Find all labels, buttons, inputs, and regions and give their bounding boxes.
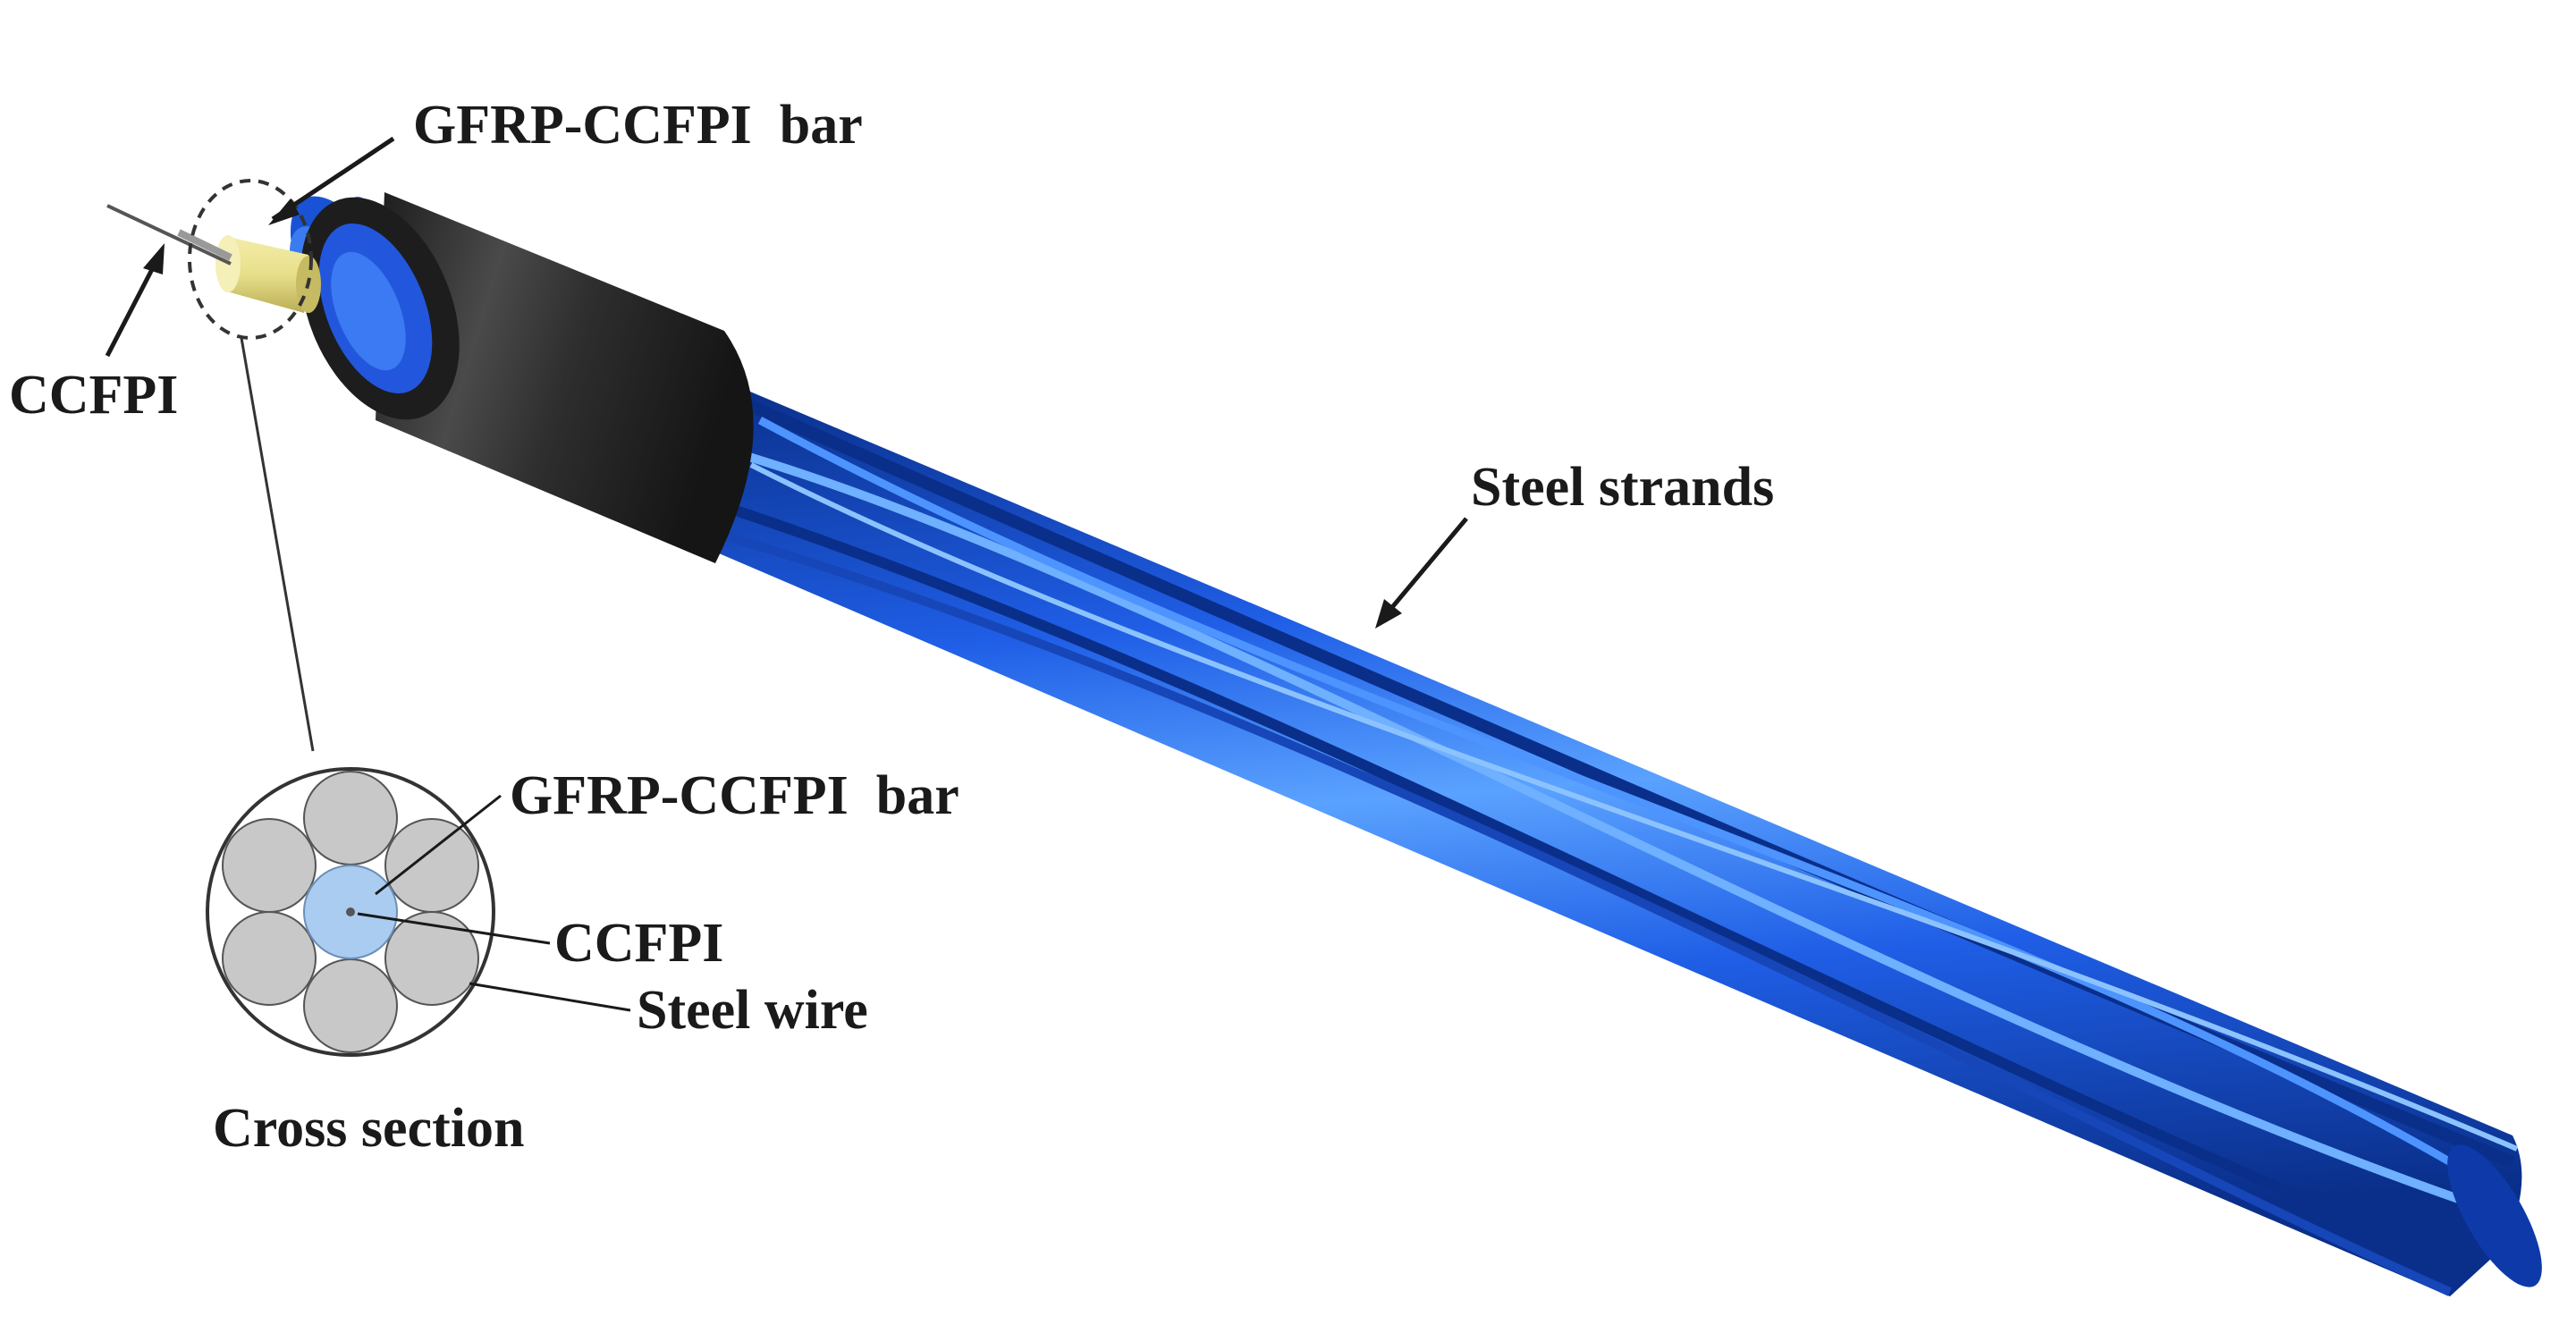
label-steel-strands: Steel strands xyxy=(1471,457,1774,518)
strand-wire-2 xyxy=(714,443,2496,1216)
leader-ccfpi-cross xyxy=(357,912,551,945)
label-ccfpi-cross: CCFPI xyxy=(554,913,723,974)
arrowhead-gfrp-top xyxy=(268,198,300,225)
steel-wire-circle-upper-right xyxy=(384,818,479,913)
label-steel-wire: Steel wire xyxy=(637,980,868,1041)
steel-wire-circle-lower-right xyxy=(384,911,479,1006)
steel-strand-bundle xyxy=(680,384,2542,1296)
ccfpi-fiber xyxy=(106,204,232,266)
label-cross-section: Cross section xyxy=(213,1098,524,1159)
leader-lines xyxy=(105,136,1468,1012)
leader-steel-wire xyxy=(469,982,631,1012)
arrowhead-ccfpi-left xyxy=(143,243,165,274)
arrowhead-steel-strands xyxy=(1375,599,1402,629)
cross-section-callout-line xyxy=(240,337,315,752)
label-gfrp-ccfpi-bar-cross: GFRP-CCFPI bar xyxy=(510,765,959,826)
anchorage-sleeve xyxy=(300,192,754,563)
strand-wire-4 xyxy=(757,417,2506,1197)
leader-gfrp-cross xyxy=(375,794,502,896)
label-gfrp-ccfpi-bar-top: GFRP-CCFPI bar xyxy=(413,95,863,156)
leader-steel-strands xyxy=(1382,517,1468,619)
strand-wire-6 xyxy=(749,462,2519,1152)
steel-wire-circle-bottom xyxy=(303,958,398,1053)
cross-section-diagram xyxy=(206,767,495,1057)
strand-wire-5 xyxy=(696,523,2453,1296)
ccfpi-core-dot xyxy=(346,907,355,916)
highlight-dashed-circle xyxy=(188,179,313,340)
label-ccfpi-left: CCFPI xyxy=(9,365,178,426)
steel-wire-circle-top xyxy=(303,771,398,865)
strand-wire-3 xyxy=(705,495,2470,1275)
strand-end-face xyxy=(2447,1144,2542,1287)
steel-wire-circle-lower-left xyxy=(222,911,317,1006)
steel-wire-circle-upper-left xyxy=(222,818,317,913)
